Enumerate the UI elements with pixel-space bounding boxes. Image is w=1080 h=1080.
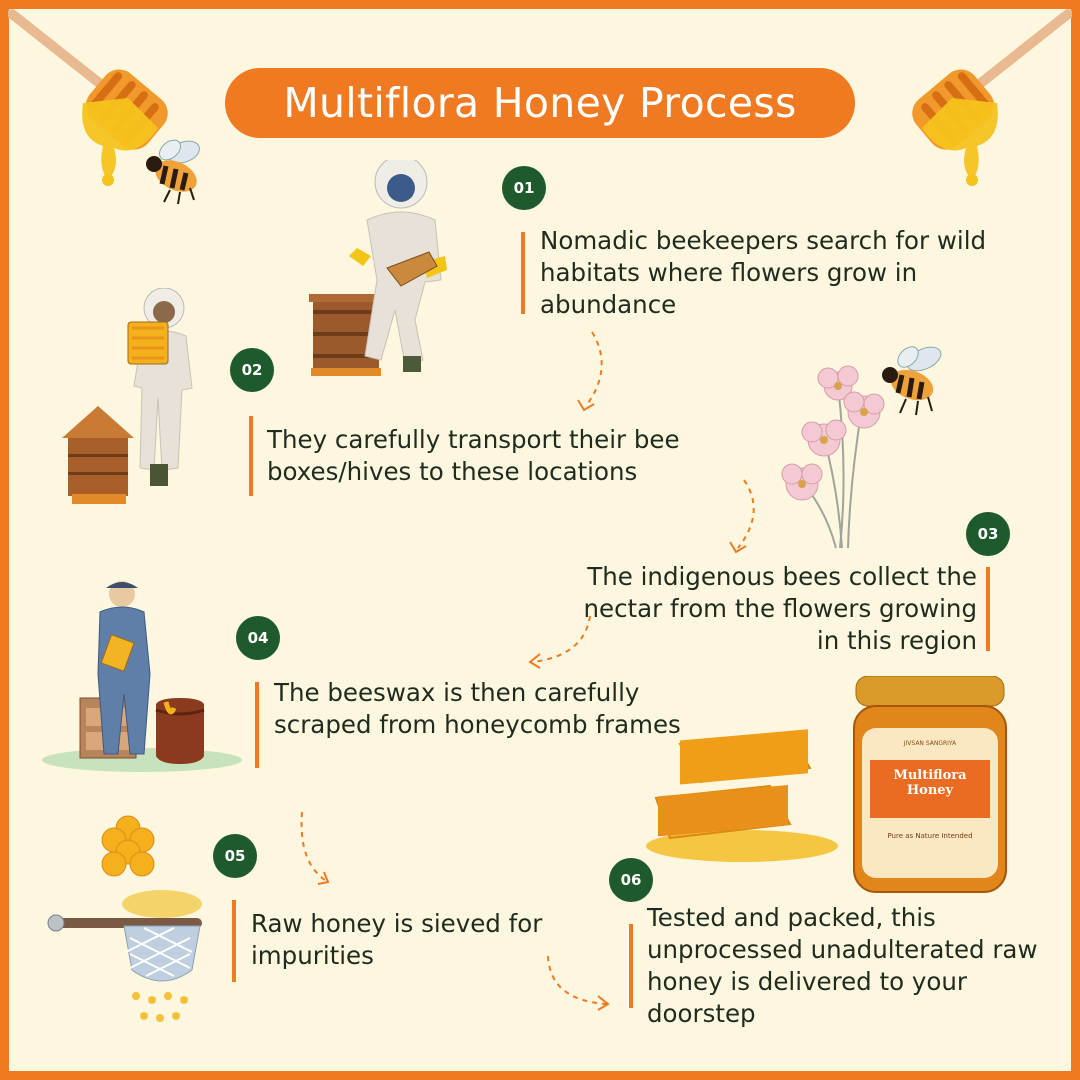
arrow-01-02: [577, 331, 603, 412]
arrow-04-05: [300, 811, 330, 885]
arrow-05-06: [547, 955, 610, 1011]
jar-brand: JIVSAN SANGRIYA: [903, 740, 957, 747]
step-03-text: The indigenous bees collect the nectar f…: [583, 562, 977, 655]
honey-dipper-icon: [912, 9, 1072, 186]
jar-tagline: Pure as Nature Intended: [887, 832, 973, 840]
step-05-bar: [232, 900, 236, 982]
step-04-bar: [255, 682, 259, 768]
honey-dipper-icon: [8, 9, 168, 186]
step-01-badge: 01: [502, 166, 546, 210]
bee-icon: [882, 346, 942, 416]
step-02-bar: [249, 416, 253, 496]
jar-product: Multiflora Honey: [893, 768, 967, 798]
beekeeper-icon: [309, 160, 447, 376]
step-04-badge: 04: [236, 616, 280, 660]
step-06-text: Tested and packed, this unprocessed unad…: [647, 903, 1038, 1028]
beekeeper-icon: [42, 581, 242, 772]
step-03-bar: [986, 567, 990, 651]
honeycomb-icon: [646, 729, 838, 862]
step-06-badge: 06: [609, 858, 653, 902]
step-02-badge: 02: [230, 348, 274, 392]
step-05-badge: 05: [213, 834, 257, 878]
step-02-text: They carefully transport their bee boxes…: [267, 425, 680, 486]
step-06-bar: [629, 924, 633, 1008]
bee-icon: [146, 139, 200, 205]
page-title: Multiflora Honey Process: [225, 68, 855, 138]
step-01-text: Nomadic beekeepers search for wild habit…: [540, 226, 987, 319]
step-01-bar: [521, 232, 525, 314]
beehive-icon: [62, 288, 193, 504]
step-03-badge: 03: [966, 512, 1010, 556]
honey-jar-icon: [853, 676, 1007, 893]
arrow-02-03: [729, 479, 755, 554]
arrow-03-04: [528, 615, 591, 669]
flowers-icon: [781, 365, 885, 549]
step-05-text: Raw honey is sieved for impurities: [251, 909, 543, 970]
step-04-text: The beeswax is then carefully scraped fr…: [274, 678, 681, 739]
sieve-icon: [47, 815, 202, 1022]
